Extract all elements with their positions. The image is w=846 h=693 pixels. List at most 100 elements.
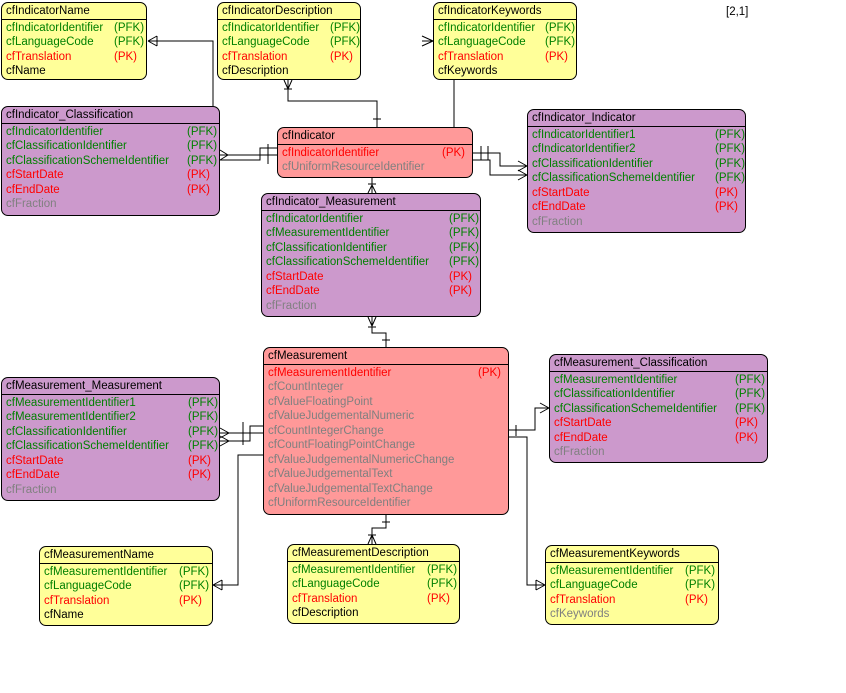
field-name: cfEndDate (266, 285, 320, 297)
field-name: cfLanguageCode (550, 579, 638, 591)
field-row: cfValueJudgementalTextChange (268, 482, 504, 497)
field-row: cfTranslation(PK) (6, 50, 142, 65)
field-row: cfIndicatorIdentifier (PFK) (222, 21, 360, 36)
entity-title: cfIndicatorKeywords (434, 3, 576, 20)
field-row: cfName (44, 608, 208, 623)
field-name: cfClassificationIdentifier (554, 388, 675, 400)
field-name: cfFraction (266, 299, 317, 312)
field-key: (PK) (427, 592, 450, 605)
field-row: cfKeywords (438, 64, 572, 79)
field-name: cfLanguageCode (222, 36, 310, 48)
field-row: cfMeasurementIdentifier2(PFK) (6, 410, 218, 425)
field-row: cfTranslation (PK) (44, 594, 208, 609)
rel-measurement-classification (509, 407, 549, 431)
field-row: cfTranslation(PK) (292, 592, 455, 607)
field-key: (PK) (187, 169, 210, 181)
entity-title: cfIndicator_Measurement (262, 194, 480, 211)
field-name: cfStartDate (6, 169, 64, 181)
field-row: cfStartDate (PK) (532, 186, 741, 201)
field-name: cfTranslation (44, 594, 110, 607)
field-row: cfKeywords (550, 607, 714, 622)
field-row: cfMeasurementIdentifier(PFK) (44, 565, 209, 580)
field-key: (PFK) (715, 157, 746, 170)
field-row: cfIndicatorIdentifier(PFK) (266, 212, 479, 227)
field-row: cfCountIntegerChange (268, 424, 504, 439)
field-name: cfLanguageCode (44, 580, 132, 592)
field-name: cfStartDate (266, 270, 324, 283)
field-row: cfIndicatorIdentifier(PFK) (6, 125, 217, 140)
field-row: cfClassificationSchemeIdentifier(PFK) (554, 402, 766, 417)
field-name: cfName (6, 65, 46, 77)
field-key: (PK) (179, 594, 202, 607)
field-key: (PFK) (735, 402, 766, 415)
field-row: cfEndDate(PK) (6, 468, 215, 483)
field-name: cfIndicatorIdentifier (438, 21, 536, 34)
field-row: cfIndicatorIdentifier(PFK) (438, 21, 575, 36)
field-row: cfFraction (532, 215, 741, 230)
field-row: cfFraction (266, 299, 476, 314)
field-key: (PK) (715, 186, 738, 199)
entity-fields: cfIndicatorIdentifier(PFK)cfLanguageCode… (2, 20, 146, 79)
entity-title: cfMeasurement_Classification (550, 355, 767, 372)
field-row: cfLanguageCode(PFK) (6, 35, 144, 50)
field-name: cfClassificationSchemeIdentifier (266, 256, 429, 268)
field-row: cfName (6, 64, 142, 79)
field-name: cfIndicatorIdentifier (6, 125, 104, 138)
field-name: cfMeasurementIdentifier (44, 565, 168, 578)
entity-fields: cfMeasurementIdentifier(PFK)cfLanguageCo… (288, 562, 459, 621)
field-name: cfMeasurementIdentifier (554, 373, 678, 386)
field-row: cfMeasurementIdentifier1(PFK) (6, 396, 219, 411)
field-key: (PFK) (685, 564, 716, 577)
field-row: cfStartDate(PK) (6, 454, 215, 469)
field-key: (PFK) (114, 21, 145, 34)
field-key: (PFK) (330, 21, 361, 34)
entity-fields: cfMeasurementIdentifier(PK)cfCountIntege… (264, 365, 508, 511)
field-row: cfClassificationSchemeIdentifier(PFK) (266, 255, 479, 270)
field-name: cfTranslation (550, 593, 616, 606)
field-key: (PFK) (449, 227, 480, 239)
field-name: cfMeasurementIdentifier (292, 563, 416, 576)
rel-indicator-indicator (473, 152, 527, 167)
field-name: cfIndicatorIdentifier (222, 21, 320, 34)
field-key: (PFK) (735, 388, 766, 400)
rel-indicator-name (148, 40, 214, 106)
field-key: (PK) (735, 431, 758, 444)
field-row: cfCountInteger (268, 380, 504, 395)
field-row: cfCountFloatingPointChange (268, 438, 504, 453)
entity-title: cfMeasurementDescription (288, 545, 459, 562)
field-name: cfStartDate (532, 186, 590, 199)
field-key: (PK) (187, 183, 210, 196)
field-key: (PK) (685, 593, 708, 606)
field-name: cfClassificationSchemeIdentifier (6, 440, 169, 452)
field-row: cfClassificationIdentifier(PFK) (6, 139, 217, 154)
field-key: (PFK) (188, 396, 219, 409)
field-name: cfLanguageCode (292, 578, 380, 590)
field-key: (PFK) (187, 154, 218, 167)
field-name: cfMeasurementIdentifier (550, 564, 674, 577)
field-key: (PFK) (449, 241, 480, 254)
field-row: cfClassificationSchemeIdentifier(PFK) (6, 439, 218, 454)
field-name: cfLanguageCode (438, 36, 526, 48)
field-name: cfEndDate (6, 469, 60, 481)
field-name: cfTranslation (222, 50, 288, 63)
field-row: cfStartDate(PK) (266, 270, 476, 285)
field-row: cfFraction (6, 483, 215, 498)
field-key: (PFK) (188, 425, 219, 438)
field-name: cfDescription (292, 607, 359, 619)
field-row: cfTranslation(PK) (222, 50, 356, 65)
field-row: cfLanguageCode(PFK) (550, 578, 715, 593)
